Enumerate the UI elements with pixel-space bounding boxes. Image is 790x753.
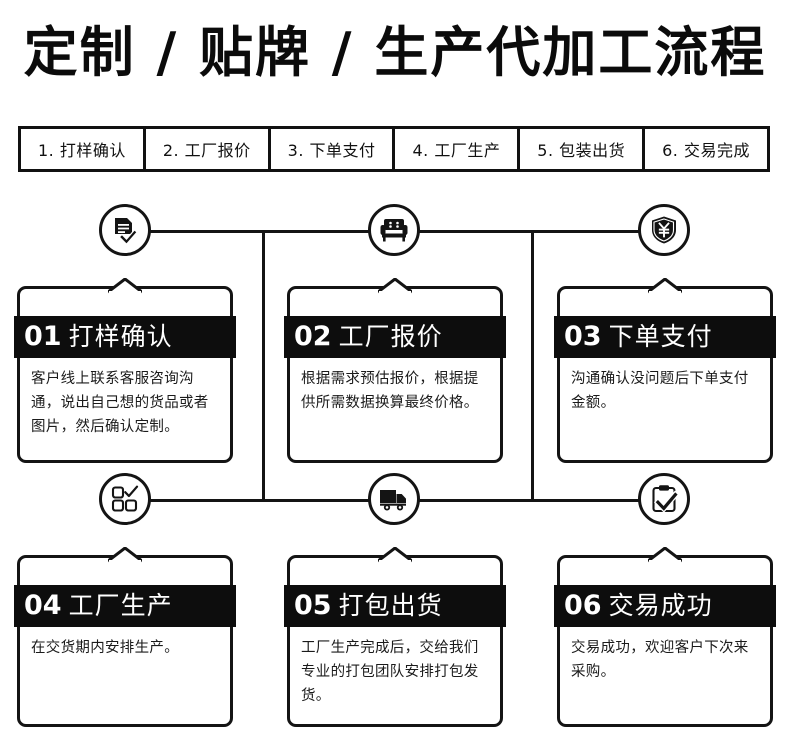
flow-card-frame-3 (557, 286, 773, 463)
connector-drop-left (262, 230, 265, 502)
page-title: 定制 / 贴牌 / 生产代加工流程 (23, 21, 767, 84)
flow-card-body-5: 工厂生产完成后，交给我们专业的打包团队安排打包发货。 (301, 640, 479, 704)
step-bar: 1. 打样确认 2. 工厂报价 3. 下单支付 4. 工厂生产 5. 包装出货 … (18, 126, 770, 172)
grid-check-icon (110, 484, 140, 514)
step-icon-circle-5[interactable] (368, 473, 420, 525)
step-icon-circle-6[interactable] (638, 473, 690, 525)
flow-card-titlebar-3: 03 下单支付 (554, 316, 776, 358)
card-pointer-notch-2 (378, 278, 412, 296)
clipboard-check-icon (650, 484, 678, 514)
flow-card-label-2: 工厂报价 (338, 322, 443, 351)
card-pointer-notch-1 (108, 278, 142, 296)
step-cell-5[interactable]: 5. 包装出货 (520, 129, 646, 169)
step-icon-circle-4[interactable] (99, 473, 151, 525)
flow-card-number-4: 04 (24, 590, 62, 621)
flow-card-frame-1 (17, 286, 233, 463)
step-cell-1[interactable]: 1. 打样确认 (21, 129, 146, 169)
card-pointer-notch-5 (378, 547, 412, 565)
flow-card-label-1: 打样确认 (68, 322, 173, 351)
flow-card-body-1: 客户线上联系客服咨询沟通，说出自己想的货品或者图片，然后确认定制。 (31, 371, 209, 435)
flow-card-frame-4 (17, 555, 233, 727)
flow-card-number-6: 06 (564, 590, 602, 621)
flow-card-body-2: 根据需求预估报价，根据提供所需数据换算最终价格。 (301, 371, 479, 411)
step-icon-circle-2[interactable] (368, 204, 420, 256)
flow-card-label-5: 打包出货 (338, 591, 443, 620)
flow-card-number-2: 02 (294, 321, 332, 352)
flow-card-titlebar-2: 02 工厂报价 (284, 316, 506, 358)
sofa-icon (378, 215, 410, 245)
step-icon-circle-3[interactable] (638, 204, 690, 256)
document-check-icon (110, 215, 140, 245)
connector-drop-right (531, 230, 534, 502)
step-cell-4[interactable]: 4. 工厂生产 (395, 129, 521, 169)
flow-card-number-1: 01 (24, 321, 62, 352)
flow-card-body-6: 交易成功，欢迎客户下次来采购。 (571, 640, 749, 680)
page-title-wrap: 定制 / 贴牌 / 生产代加工流程 (0, 18, 790, 88)
flow-card-titlebar-1: 01 打样确认 (14, 316, 236, 358)
flow-card-titlebar-5: 05 打包出货 (284, 585, 506, 627)
shield-yuan-icon (650, 215, 678, 245)
card-pointer-notch-4 (108, 547, 142, 565)
step-cell-6[interactable]: 6. 交易完成 (662, 141, 750, 160)
flow-card-frame-6 (557, 555, 773, 727)
flow-card-body-3: 沟通确认没问题后下单支付金额。 (571, 371, 749, 411)
flow-card-label-4: 工厂生产 (68, 591, 173, 620)
step-icon-circle-1[interactable] (99, 204, 151, 256)
flow-card-label-6: 交易成功 (608, 591, 713, 620)
step-cell-3[interactable]: 3. 下单支付 (271, 129, 396, 169)
flow-card-frame-2 (287, 286, 503, 463)
flow-card-number-5: 05 (294, 590, 332, 621)
flow-card-number-3: 03 (564, 321, 602, 352)
card-pointer-notch-6 (648, 547, 682, 565)
truck-icon (378, 485, 410, 513)
flow-card-body-4: 在交货期内安排生产。 (31, 640, 179, 656)
step-cell-2[interactable]: 2. 工厂报价 (146, 129, 271, 169)
flow-card-titlebar-4: 04 工厂生产 (14, 585, 236, 627)
flow-card-label-3: 下单支付 (608, 322, 713, 351)
card-pointer-notch-3 (648, 278, 682, 296)
flow-card-titlebar-6: 06 交易成功 (554, 585, 776, 627)
